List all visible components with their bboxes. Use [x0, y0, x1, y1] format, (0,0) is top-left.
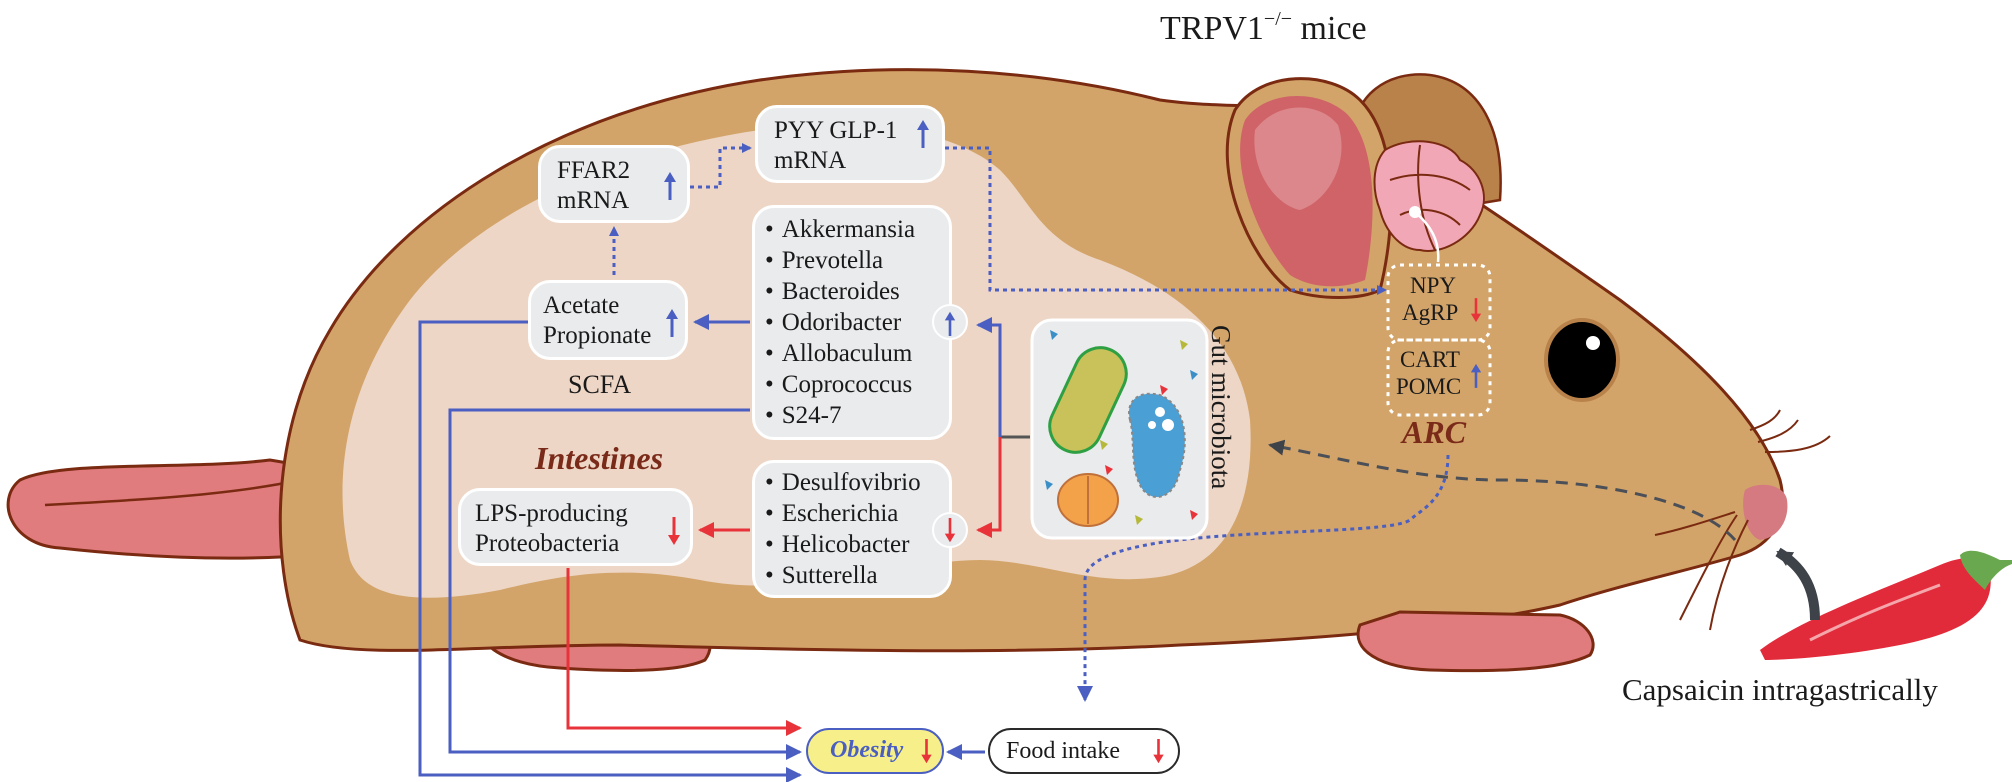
- pyy-glp1-box: PYY GLP-1 mRNA: [755, 105, 945, 183]
- increased-bacteria-box: Akkermansia Prevotella Bacteroides Odori…: [752, 205, 952, 440]
- nose: [1743, 484, 1788, 540]
- bacteria-item: Prevotella: [765, 245, 915, 276]
- gut-microbiota-label: Gut microbiota: [1206, 325, 1236, 490]
- decreased-bacteria-box: Desulfovibrio Escherichia Helicobacter S…: [752, 460, 952, 598]
- scfa-caption: SCFA: [568, 370, 632, 399]
- capsaicin-path: [1268, 439, 1737, 541]
- bacteria-item: Helicobacter: [765, 529, 921, 560]
- title-suffix: mice: [1292, 10, 1367, 47]
- increased-bacteria-list: Akkermansia Prevotella Bacteroides Odori…: [765, 214, 915, 431]
- intestines-label: Intestines: [535, 440, 664, 476]
- lps-line2: Proteobacteria: [475, 530, 620, 557]
- scfa-line1: Acetate: [543, 292, 620, 319]
- ffar2-sublabel: mRNA: [557, 187, 630, 214]
- ffar2-box: FFAR2 mRNA: [538, 145, 690, 223]
- cart-pomc-box: CART POMC: [1396, 346, 1461, 400]
- agrp-label: AgRP: [1402, 300, 1459, 325]
- down-arrow-icon: [944, 518, 956, 543]
- down-arrow-icon: [1153, 739, 1164, 764]
- title-gene: TRPV1: [1160, 10, 1264, 47]
- bacteria-icons: [1045, 330, 1198, 527]
- bacteria-item: Odoribacter: [765, 307, 915, 338]
- bacteria-item: Desulfovibrio: [765, 467, 921, 498]
- decreased-bacteria-list: Desulfovibrio Escherichia Helicobacter S…: [765, 467, 921, 591]
- pomc-label: POMC: [1396, 374, 1462, 399]
- pyy-sublabel: mRNA: [774, 147, 847, 174]
- front-ear: [1225, 77, 1393, 299]
- up-arrow-icon: [664, 172, 676, 200]
- up-arrow-icon: [666, 309, 678, 337]
- figure-title: TRPV1−/− mice: [1160, 8, 1367, 48]
- whiskers: [1654, 409, 1831, 631]
- scfa-box: Acetate Propionate: [528, 280, 688, 360]
- down-arrow-icon: [668, 517, 680, 545]
- pyy-label: PYY GLP-1: [774, 117, 898, 144]
- bacteria-item: Escherichia: [765, 498, 921, 529]
- curved-arrow-icon: [1775, 547, 1820, 621]
- treatment-label: Capsaicin intragastrically: [1622, 672, 1938, 707]
- title-genotype: −/−: [1263, 8, 1293, 30]
- up-arrow-icon: [917, 120, 929, 148]
- up-arrow-icon: [944, 311, 956, 336]
- chili-pepper-icon: [1760, 550, 2012, 660]
- obesity-label: Obesity: [830, 737, 904, 763]
- ffar2-label: FFAR2: [557, 157, 631, 184]
- bacteria-item: Coprococcus: [765, 369, 915, 400]
- bacteria-item: Akkermansia: [765, 214, 915, 245]
- up-arrow-icon: [1470, 363, 1482, 388]
- lps-line1: LPS-producing: [475, 500, 628, 527]
- npy-label: NPY: [1410, 273, 1457, 298]
- cart-label: CART: [1400, 347, 1460, 372]
- bacteria-item: S24-7: [765, 400, 915, 431]
- front-foot: [1356, 610, 1595, 673]
- lps-box: LPS-producing Proteobacteria: [458, 488, 693, 566]
- food-intake-node: Food intake: [988, 728, 1180, 774]
- scfa-line2: Propionate: [543, 322, 652, 349]
- food-intake-label: Food intake: [1006, 738, 1120, 764]
- eye: [1544, 318, 1620, 402]
- increase-indicator: [932, 304, 968, 340]
- down-arrow-icon: [921, 739, 932, 764]
- bacteria-item: Allobaculum: [765, 338, 915, 369]
- arc-label: ARC: [1402, 414, 1467, 450]
- decrease-indicator: [932, 512, 968, 548]
- brain-icon: [1373, 140, 1485, 263]
- bacteria-item: Bacteroides: [765, 276, 915, 307]
- tail: [6, 458, 332, 560]
- npy-agrp-box: NPY AgRP: [1402, 272, 1458, 326]
- obesity-node: Obesity: [806, 728, 944, 774]
- down-arrow-icon: [1470, 298, 1482, 323]
- bacteria-item: Sutterella: [765, 560, 921, 591]
